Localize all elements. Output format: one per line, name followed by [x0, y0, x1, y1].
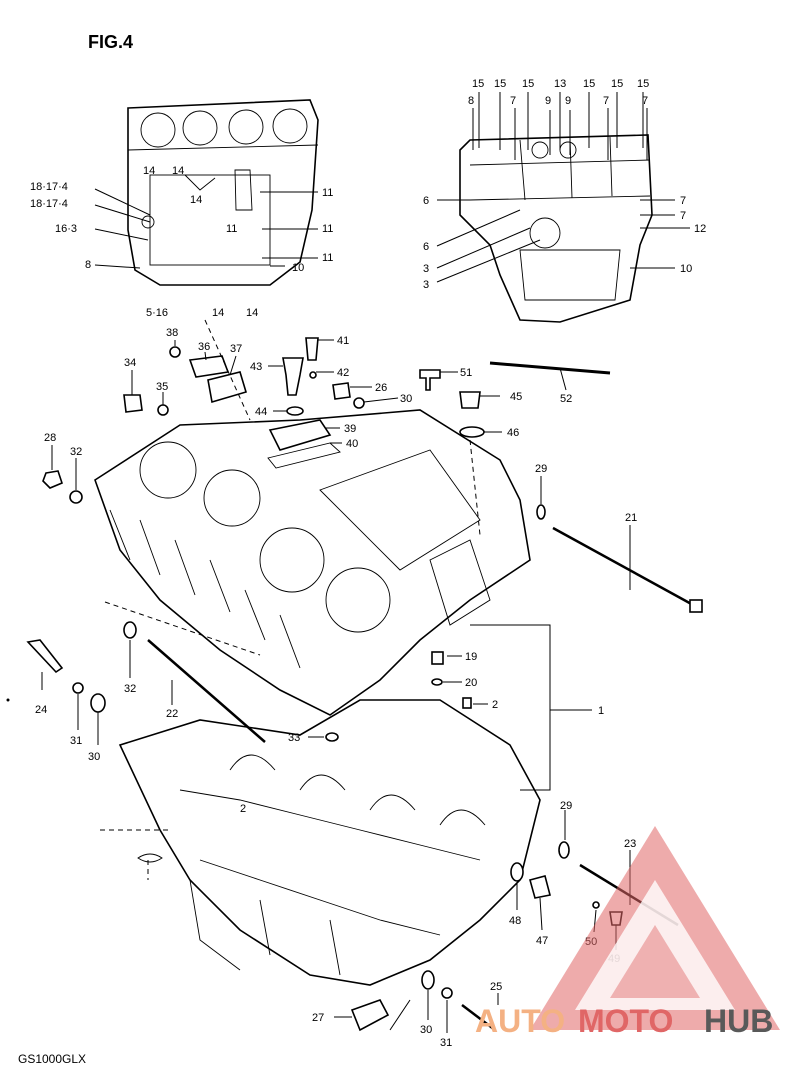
label-7-a: 7 [510, 95, 516, 107]
label-14-a: 14 [143, 165, 155, 177]
label-13: 13 [554, 78, 566, 90]
label-16-3: 16·3 [55, 223, 77, 235]
label-1: 1 [598, 705, 604, 717]
inset-upper-case-view [127, 99, 319, 286]
label-14-b: 14 [172, 165, 184, 177]
label-30-bottom: 30 [420, 1024, 432, 1036]
label-22: 22 [166, 708, 178, 720]
label-15-b: 15 [494, 78, 506, 90]
label-31-mid: 31 [70, 735, 82, 747]
inset-lower-case-view [459, 134, 653, 323]
watermark-auto: AUTO [475, 1003, 565, 1039]
label-29-top: 29 [535, 463, 547, 475]
label-37: 37 [230, 343, 242, 355]
label-51: 51 [460, 367, 472, 379]
label-46: 46 [507, 427, 519, 439]
label-24: 24 [35, 704, 47, 716]
label-39: 39 [344, 423, 356, 435]
loose-parts [6, 337, 703, 1032]
label-34: 34 [124, 357, 136, 369]
label-38: 38 [166, 327, 178, 339]
label-12: 12 [694, 223, 706, 235]
label-15-e: 15 [611, 78, 623, 90]
label-15-f: 15 [637, 78, 649, 90]
label-7-c: 7 [642, 95, 648, 107]
label-35: 35 [156, 381, 168, 393]
label-21: 21 [625, 512, 637, 524]
label-29-bottom: 29 [560, 800, 572, 812]
label-32-mid: 32 [124, 683, 136, 695]
label-14-c: 14 [190, 194, 202, 206]
label-2-right: 2 [492, 699, 498, 711]
label-31-bottom: 31 [440, 1037, 452, 1049]
label-42: 42 [337, 367, 349, 379]
label-32-top: 32 [70, 446, 82, 458]
label-48: 48 [509, 915, 521, 927]
label-26: 26 [375, 382, 387, 394]
inset-right-leaders [436, 92, 690, 283]
label-11-c: 11 [322, 223, 333, 235]
label-6-a: 6 [423, 195, 429, 207]
inset-left-leaders [94, 188, 318, 269]
label-2-mid: 2 [240, 803, 246, 815]
label-47: 47 [536, 935, 548, 947]
label-30-mid: 30 [88, 751, 100, 763]
label-28: 28 [44, 432, 56, 444]
label-41: 41 [337, 335, 349, 347]
watermark-hub: HUB [704, 1003, 773, 1039]
label-23: 23 [624, 838, 636, 850]
label-14-d: 14 [212, 307, 224, 319]
label-7-b: 7 [603, 95, 609, 107]
label-3-a: 3 [423, 263, 429, 275]
label-7-e: 7 [680, 210, 686, 222]
inset-left-labels: 18·17·4 18·17·4 16·3 8 14 14 14 11 11 11… [30, 165, 333, 319]
label-18-17-4-a: 18·17·4 [30, 181, 68, 193]
label-11-b: 11 [226, 223, 237, 235]
label-44: 44 [255, 406, 267, 418]
label-43: 43 [250, 361, 262, 373]
automotohub-watermark: AUTO MOTO HUB [475, 826, 780, 1039]
lower-crankcase [118, 699, 541, 986]
label-25: 25 [490, 981, 502, 993]
label-10-left: 10 [292, 262, 304, 274]
label-36: 36 [198, 341, 210, 353]
label-33: 33 [288, 732, 300, 744]
label-9-b: 9 [565, 95, 571, 107]
label-15-a: 15 [472, 78, 484, 90]
model-code: GS1000GLX [18, 1052, 86, 1066]
label-45: 45 [510, 391, 522, 403]
label-8-right: 8 [468, 95, 474, 107]
upper-crankcase [94, 409, 531, 716]
label-7-d: 7 [680, 195, 686, 207]
label-15-c: 15 [522, 78, 534, 90]
label-8-left: 8 [85, 259, 91, 271]
label-9-a: 9 [545, 95, 551, 107]
inset-right-labels: 15 15 15 13 15 15 15 8 7 9 9 7 7 6 6 3 3… [423, 78, 706, 291]
label-14-e: 14 [246, 307, 258, 319]
label-30-top: 30 [400, 393, 412, 405]
label-18-17-4-b: 18·17·4 [30, 198, 68, 210]
label-40: 40 [346, 438, 358, 450]
label-10-right: 10 [680, 263, 692, 275]
label-20: 20 [465, 677, 477, 689]
label-11-a: 11 [322, 187, 333, 199]
main-labels: 38 36 37 41 43 42 34 35 26 30 51 52 45 4… [35, 327, 637, 1049]
figure-title: FIG.4 [88, 32, 133, 52]
watermark-triangle-logo [530, 826, 780, 1030]
label-11-d: 11 [322, 252, 333, 264]
label-6-b: 6 [423, 241, 429, 253]
label-15-d: 15 [583, 78, 595, 90]
label-19: 19 [465, 651, 477, 663]
watermark-moto: MOTO [578, 1003, 673, 1039]
label-5-16: 5·16 [146, 307, 168, 319]
label-27: 27 [312, 1012, 324, 1024]
label-52: 52 [560, 393, 572, 405]
label-3-b: 3 [423, 279, 429, 291]
